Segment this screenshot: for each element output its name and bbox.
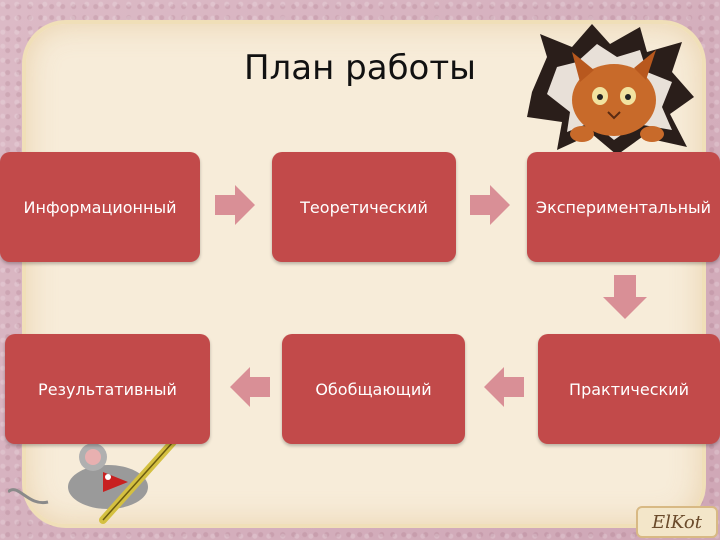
cat-illustration — [527, 24, 694, 155]
mouse-illustration — [8, 438, 177, 524]
step-informational: Информационный — [0, 152, 200, 262]
step-resulting: Результативный — [5, 334, 210, 444]
step-theoretical: Теоретический — [272, 152, 456, 262]
step-label: Информационный — [23, 197, 177, 217]
step-experimental: Экспериментальный — [527, 152, 720, 262]
step-practical: Практический — [538, 334, 720, 444]
elkot-logo: ElKot — [636, 506, 718, 538]
step-label: Теоретический — [300, 197, 428, 217]
arrow-left-icon — [230, 367, 270, 407]
step-label: Результативный — [38, 379, 177, 399]
step-label: Экспериментальный — [535, 197, 712, 217]
slide-title: План работы — [243, 48, 476, 88]
arrow-left-icon — [484, 367, 524, 407]
step-label: Обобщающий — [315, 379, 432, 399]
arrow-right-icon — [215, 185, 255, 225]
arrow-down-icon — [603, 275, 647, 319]
step-generalizing: Обобщающий — [282, 334, 465, 444]
step-label: Практический — [569, 379, 689, 399]
arrow-right-icon — [470, 185, 510, 225]
